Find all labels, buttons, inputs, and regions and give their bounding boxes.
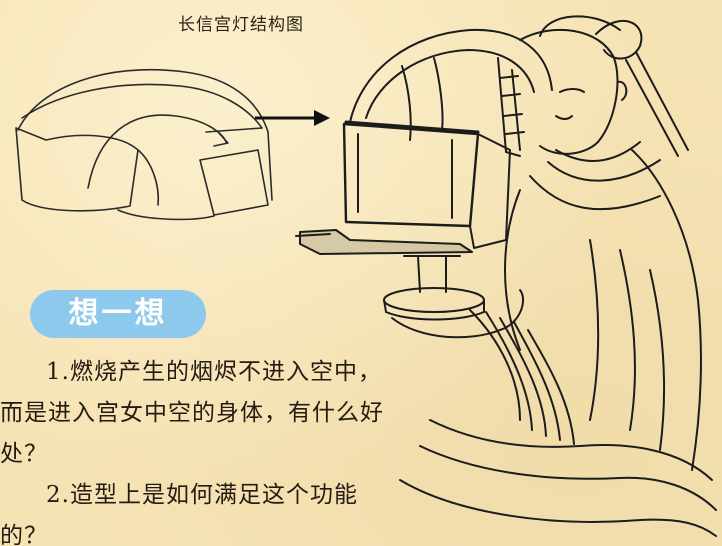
question-list: 1.燃烧产生的烟烬不进入空中，而是进入宫女中空的身体，有什么好处？ 2.造型上是…	[0, 352, 388, 546]
think-about-it-badge: 想一想	[30, 290, 206, 338]
palace-lady-lamp	[295, 15, 717, 537]
question-item: 2.造型上是如何满足这个功能的？	[0, 482, 358, 546]
figure-title: 长信宫灯结构图	[178, 15, 304, 35]
pointer-arrow	[255, 110, 330, 126]
question-item: 1.燃烧产生的烟烬不进入空中，而是进入宫女中空的身体，有什么好处？	[0, 359, 384, 467]
smoke-duct-sketch	[15, 68, 273, 221]
